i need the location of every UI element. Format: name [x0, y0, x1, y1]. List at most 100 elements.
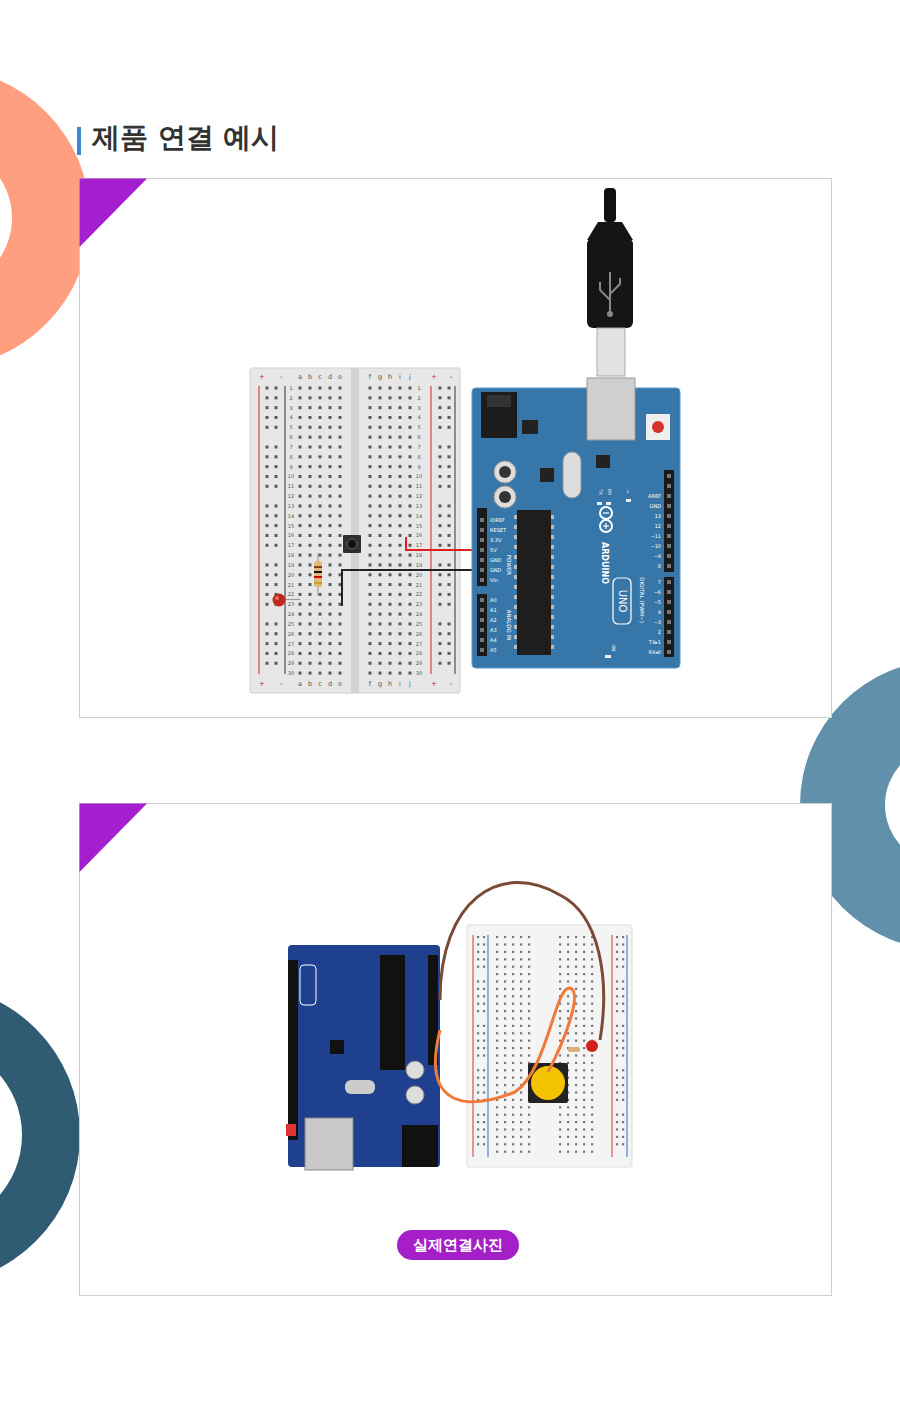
breadboard-hole	[369, 406, 372, 409]
pin-label: ~3	[654, 620, 661, 625]
pin-label: 12	[655, 524, 661, 529]
breadboard-hole	[369, 563, 372, 566]
pin-label: TX▸1	[649, 640, 661, 645]
breadboard-hole	[339, 495, 342, 498]
breadboard-hole	[477, 1032, 479, 1034]
breadboard-hole	[399, 387, 402, 390]
row-number: 23	[416, 602, 422, 607]
breadboard-hole	[520, 1151, 522, 1153]
breadboard-hole	[591, 995, 593, 997]
header-pin	[480, 608, 484, 612]
breadboard-hole	[528, 951, 530, 953]
component	[314, 566, 322, 568]
rail-sign: +	[259, 374, 265, 381]
breadboard-hole	[309, 573, 312, 576]
breadboard-hole	[477, 951, 479, 953]
breadboard-hole	[309, 622, 312, 625]
row-number: 30	[288, 671, 294, 676]
photo-illustration	[286, 1124, 296, 1136]
breadboard-hole	[512, 958, 514, 960]
breadboard-hole	[559, 958, 561, 960]
breadboard-hole	[399, 554, 402, 557]
breadboard-hole	[299, 416, 302, 419]
breadboard-hole	[299, 613, 302, 616]
breadboard-hole	[496, 1069, 498, 1071]
column-letter: b	[308, 374, 312, 381]
breadboard-hole	[504, 995, 506, 997]
row-number: 28	[288, 651, 294, 656]
breadboard-hole	[512, 1114, 514, 1116]
breadboard-hole	[275, 544, 278, 547]
breadboard-hole	[299, 672, 302, 675]
breadboard-hole	[266, 573, 269, 576]
breadboard-hole	[591, 1003, 593, 1005]
pin-label: 2	[658, 630, 661, 635]
breadboard-hole	[339, 652, 342, 655]
breadboard-hole	[622, 1114, 624, 1116]
breadboard-hole	[575, 1040, 577, 1042]
header-pin	[480, 578, 484, 582]
breadboard-hole	[520, 1047, 522, 1049]
breadboard-hole	[339, 662, 342, 665]
breadboard-hole	[477, 936, 479, 938]
pin-label: 8	[658, 564, 661, 569]
breadboard-hole	[477, 1025, 479, 1027]
breadboard-hole	[448, 583, 451, 586]
breadboard-hole	[448, 455, 451, 458]
breadboard-hole	[520, 943, 522, 945]
pin-label: A0	[490, 598, 497, 603]
arduino-board	[514, 575, 517, 579]
usb-cable	[604, 188, 616, 222]
breadboard-hole	[329, 426, 332, 429]
breadboard-hole	[496, 995, 498, 997]
breadboard-hole	[399, 593, 402, 596]
breadboard-hole	[477, 1128, 479, 1130]
breadboard-hole	[567, 1106, 569, 1108]
breadboard-hole	[275, 652, 278, 655]
header-label: ANALOG IN	[505, 610, 511, 641]
breadboard-hole	[379, 603, 382, 606]
arduino-board	[481, 392, 517, 438]
breadboard-hole	[567, 980, 569, 982]
breadboard-hole	[299, 504, 302, 507]
breadboard-hole	[512, 988, 514, 990]
arduino-board	[514, 515, 517, 519]
breadboard-hole	[496, 936, 498, 938]
panel-frame	[77, 127, 832, 1296]
breadboard-hole	[399, 396, 402, 399]
breadboard-hole	[389, 603, 392, 606]
breadboard-hole	[299, 485, 302, 488]
breadboard-hole	[309, 485, 312, 488]
breadboard-hole	[528, 1106, 530, 1108]
breadboard-hole	[439, 396, 442, 399]
breadboard-hole	[477, 1091, 479, 1093]
breadboard-hole	[504, 1032, 506, 1034]
rail-sign: -	[280, 681, 283, 688]
breadboard-hole	[329, 455, 332, 458]
breadboard-hole	[567, 1151, 569, 1153]
breadboard-hole	[389, 613, 392, 616]
breadboard-hole	[409, 495, 412, 498]
breadboard-hole	[528, 1054, 530, 1056]
breadboard-hole	[520, 1017, 522, 1019]
breadboard-hole	[477, 1010, 479, 1012]
breadboard-hole	[399, 524, 402, 527]
breadboard-hole	[329, 534, 332, 537]
header-pin	[480, 558, 484, 562]
breadboard-hole	[483, 1047, 485, 1049]
photo-illustration	[627, 935, 628, 1157]
breadboard-hole	[319, 534, 322, 537]
breadboard-hole	[399, 514, 402, 517]
breadboard-hole	[575, 951, 577, 953]
led-label: L	[627, 490, 630, 495]
breadboard-hole	[275, 622, 278, 625]
row-number: 29	[416, 661, 422, 666]
breadboard-hole	[369, 662, 372, 665]
breadboard-hole	[409, 554, 412, 557]
breadboard-hole	[309, 554, 312, 557]
breadboard-hole	[483, 966, 485, 968]
breadboard-hole	[299, 387, 302, 390]
breadboard-hole	[477, 1054, 479, 1056]
breadboard-hole	[369, 632, 372, 635]
breadboard-hole	[496, 1062, 498, 1064]
